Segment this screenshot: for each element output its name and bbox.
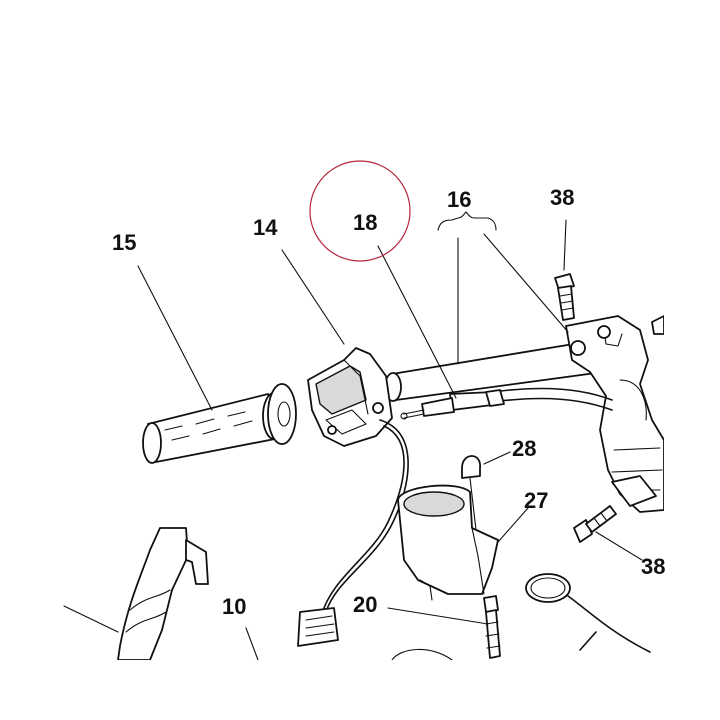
bolt-38-top[interactable] [554,273,575,321]
callout-38-bottom: 38 [641,554,665,579]
lower-part [391,648,453,661]
callout-10: 10 [222,594,246,619]
handlebar-clamp[interactable] [565,315,665,513]
bolt-38-bottom[interactable] [573,505,617,543]
lever-guard[interactable] [117,527,209,661]
crop-mask-bottom [0,660,720,720]
callout-27: 27 [524,488,548,513]
callout-38-top: 38 [550,185,574,210]
callout-14: 14 [253,215,278,240]
throttle-housing[interactable] [307,347,393,447]
crop-mask-right [664,0,720,548]
cap-28[interactable] [461,455,481,531]
callout-28: 28 [512,436,536,461]
callout-15: 15 [112,230,136,255]
cover-27[interactable] [397,484,499,601]
o-ring[interactable] [525,573,651,653]
highlight-circle [309,160,411,262]
handlebar-grip[interactable] [142,383,297,464]
callout-20: 20 [353,592,377,617]
callout-16: 16 [447,187,471,212]
callout-18: 18 [353,210,377,235]
throttle-cable[interactable] [400,387,613,420]
switch-wire[interactable] [297,419,409,647]
leader-lines [63,211,643,661]
bolt-20[interactable] [483,595,501,659]
